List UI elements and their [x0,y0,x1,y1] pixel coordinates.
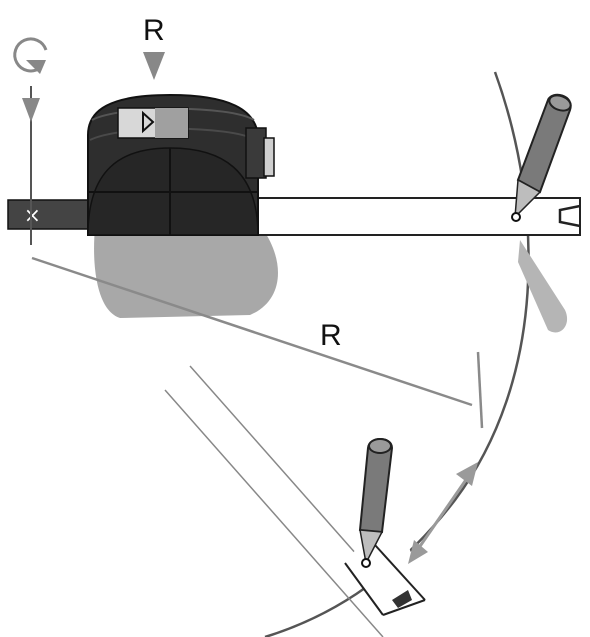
pencil-shadow [518,240,568,333]
tape-measure-body [87,93,275,236]
anchor-mark: × [24,203,41,227]
tape-lock-button [245,127,267,179]
top-r-label: R [143,14,165,47]
tape-stub [7,199,94,230]
tape-hook-upper [558,204,581,228]
double-arrow-icon [408,462,478,564]
rotation-arrow-head [22,98,40,122]
radius-line [31,256,473,407]
rotate-icon [13,37,48,74]
top-r-arrow-icon [143,52,165,80]
tape-blade [254,197,581,236]
radius-end-tick [476,351,484,429]
rotated-tape-blade [164,365,426,637]
radius-label: R [320,319,342,352]
lower-pencil-icon [358,438,394,568]
tape-shadow [94,228,278,318]
pencil-icon [511,93,572,222]
